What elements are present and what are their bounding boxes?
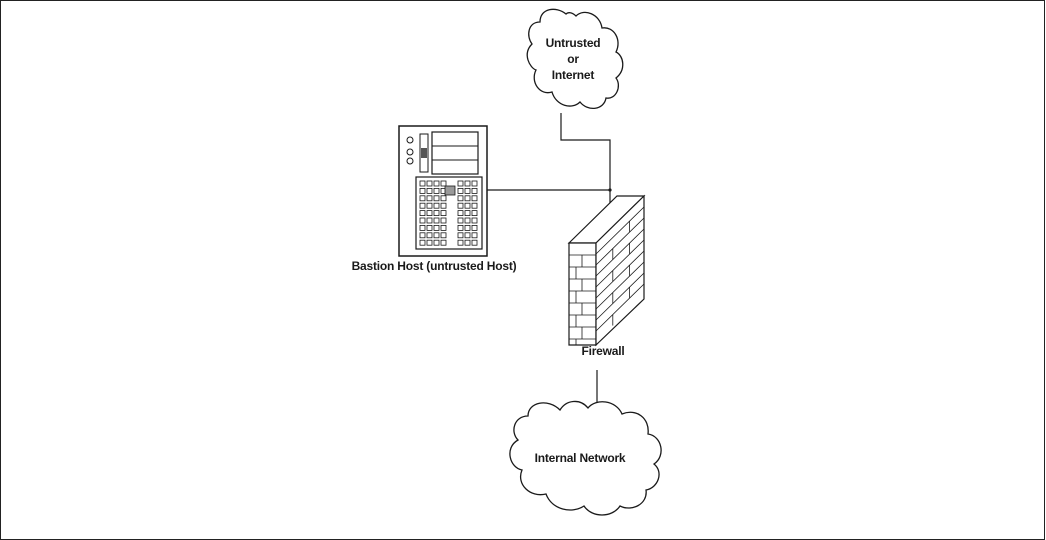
grille-cell [426,217,433,224]
grille-cell [457,202,464,209]
grille-cell [433,239,440,246]
brick-line [595,261,645,310]
grille-cell [426,180,433,187]
grille-cell [433,202,440,209]
internet-cloud-line-3: Internet [552,68,595,82]
grille-cell [471,224,478,231]
grille-cell [457,210,464,217]
internet-cloud-line-1: Untrusted [546,36,601,50]
firewall-wall-icon [567,194,646,347]
grille-cell [457,187,464,194]
grille-cell [471,180,478,187]
grille-cell [471,202,478,209]
grille-cell [471,232,478,239]
internal-cloud: Internal Network [509,400,662,516]
grille-cell [419,210,426,217]
grille-cell [433,187,440,194]
bastion-host-label: Bastion Host (untrusted Host) [352,259,517,273]
grille-cell [464,195,471,202]
grille-cell [419,239,426,246]
brick-line [595,250,645,299]
grille-cell [471,210,478,217]
grille-cell [419,195,426,202]
brick-line [595,283,645,332]
grille-cell [426,202,433,209]
cloud-icon [526,8,624,109]
grille-cell [440,195,447,202]
grille-cell [419,224,426,231]
grille-cell [426,187,433,194]
grille-cell [457,180,464,187]
grille-cell [433,224,440,231]
grille-cell [433,210,440,217]
grille-cell [457,217,464,224]
grille-cell [464,239,471,246]
internet-to-junction-line [560,113,611,190]
grille-cell [419,232,426,239]
grille-cell [440,217,447,224]
bastion-host: Bastion Host (untrusted Host) [352,125,517,273]
grille-cell [464,217,471,224]
grille-cell [426,210,433,217]
grille-cell [426,239,433,246]
grille-cell [419,180,426,187]
brick-line [595,206,645,255]
brick-line [595,272,645,321]
internal-cloud-label: Internal Network [535,451,626,465]
grille-cell [433,195,440,202]
grille-cell [457,232,464,239]
grille-cell [471,187,478,194]
firewall: Firewall [567,194,646,358]
grille-cell [426,195,433,202]
grille-cell [440,202,447,209]
grille-cell [440,232,447,239]
brick-line [595,239,645,288]
grille-cell [464,210,471,217]
grille-cell [440,239,447,246]
grille-cell [464,224,471,231]
grille-cell [426,224,433,231]
internet-cloud-line-2: or [567,52,579,66]
grille-cell [426,232,433,239]
grille-cell [471,217,478,224]
brick-line [595,217,645,266]
grille-cell [419,202,426,209]
junction-dot [608,188,612,192]
grille-cell [433,180,440,187]
firewall-label: Firewall [581,344,624,358]
grille-cell [464,180,471,187]
grille-cell [457,224,464,231]
grille-cell [457,195,464,202]
grille-cell [471,239,478,246]
grille-cell [464,232,471,239]
grille-cell [471,195,478,202]
grille-cell [440,210,447,217]
grille-cell [419,217,426,224]
grille-cell [440,224,447,231]
grille-cell [464,187,471,194]
grille-cell [433,217,440,224]
grille-cell [419,187,426,194]
grille-cell [457,239,464,246]
grille-cell [433,232,440,239]
grille-cell [464,202,471,209]
server-tower-icon [398,125,488,257]
cloud-icon [509,400,662,516]
grille-cell [440,180,447,187]
internet-cloud: Untrusted or Internet [526,8,624,109]
network-diagram: Untrusted or Internet Bastion Host (untr… [352,8,662,516]
brick-line [595,228,645,277]
